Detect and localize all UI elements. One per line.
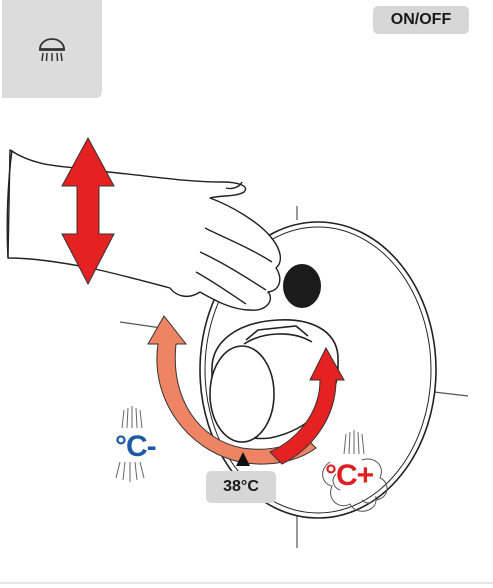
shower-mode-tile[interactable] (2, 0, 102, 98)
temperature-label: 38°C (206, 471, 276, 503)
shower-head-icon (32, 29, 72, 69)
warmer-label: °C+ (325, 459, 373, 493)
cooler-label: °C- (115, 430, 156, 464)
hand-icon (7, 150, 280, 310)
onoff-label: ON/OFF (373, 6, 469, 34)
onoff-push-button[interactable] (283, 264, 321, 308)
bottom-divider (0, 582, 493, 584)
